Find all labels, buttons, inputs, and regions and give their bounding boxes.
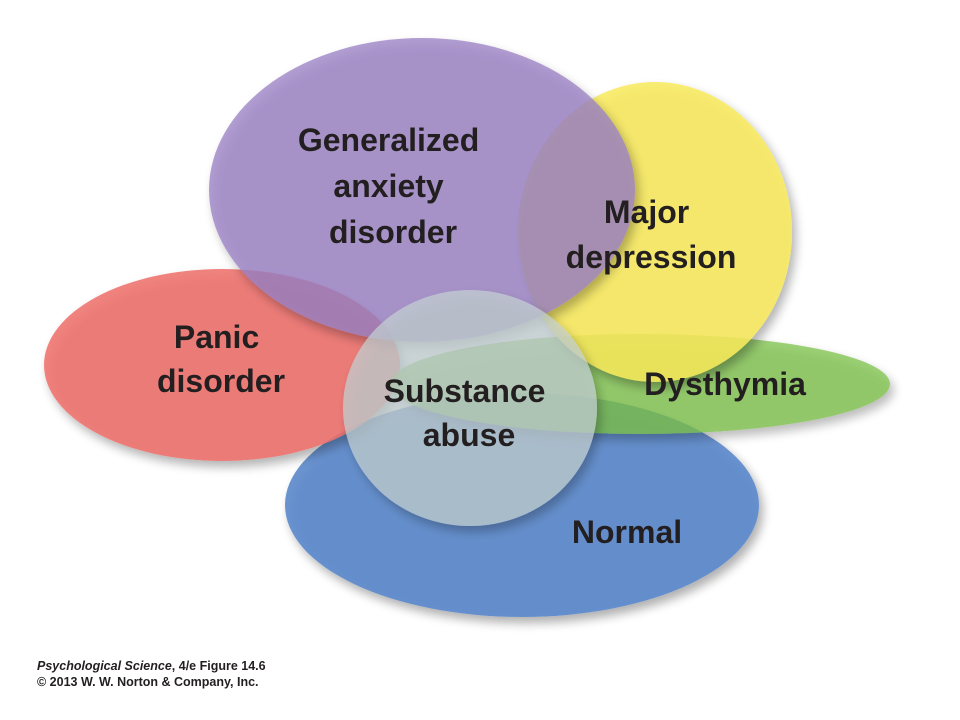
generalized-anxiety-ellipse bbox=[209, 38, 635, 342]
panic-disorder-label: Panic disorder bbox=[157, 319, 285, 399]
normal-label: Normal bbox=[572, 514, 682, 550]
copyright-line: © 2013 W. W. Norton & Company, Inc. bbox=[37, 675, 259, 689]
edition-figure: , 4/e Figure 14.6 bbox=[171, 659, 266, 673]
figure-caption: Psychological Science, 4/e Figure 14.6 ©… bbox=[37, 658, 266, 690]
substance-abuse-circle bbox=[343, 290, 597, 526]
major-depression-label: Major depression bbox=[566, 194, 737, 275]
book-title: Psychological Science bbox=[37, 659, 172, 673]
dysthymia-label: Dysthymia bbox=[644, 366, 806, 402]
generalized-anxiety-label: Generalized anxiety disorder bbox=[298, 122, 488, 250]
caption-source-line: Psychological Science, 4/e Figure 14.6 bbox=[37, 658, 266, 674]
substance-abuse-label: Substance abuse bbox=[384, 373, 555, 453]
